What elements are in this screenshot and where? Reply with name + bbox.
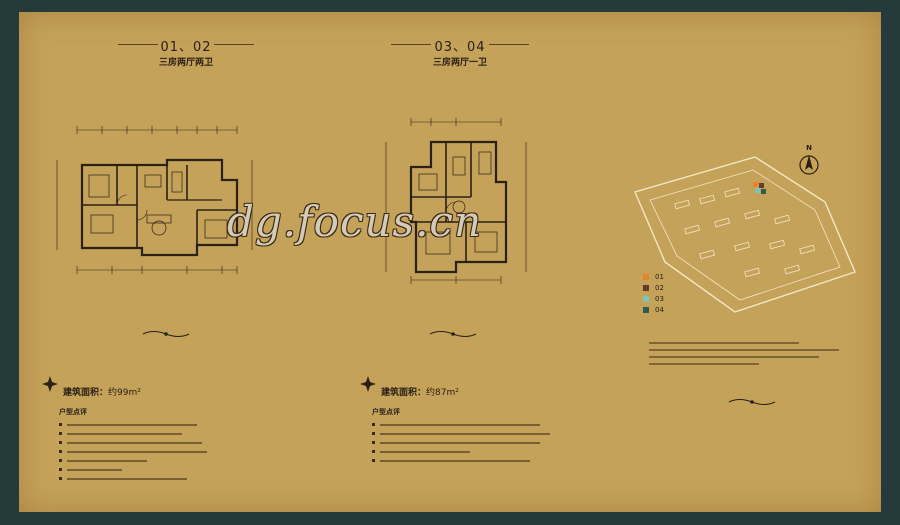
legend-swatch [643, 273, 649, 280]
title-rule-right-2 [489, 44, 529, 45]
disclaimer-block [649, 342, 849, 370]
right-floor-plan [385, 118, 527, 284]
ornament-divider [429, 331, 477, 337]
right-comments-list [372, 420, 550, 465]
left-unit-type: 三房两厅两卫 [158, 58, 213, 68]
left-comments-list [59, 420, 207, 483]
title-rule-left-2 [391, 44, 431, 45]
right-comments-title: 户型点评 [372, 408, 400, 416]
legend-label: 03 [655, 294, 664, 303]
left-area-value: 约99m² [108, 388, 141, 398]
ornament-divider [728, 399, 776, 405]
site-plan [634, 156, 856, 313]
right-area-label: 建筑面积： [381, 388, 427, 398]
list-item [372, 420, 550, 429]
list-item [59, 474, 207, 483]
list-item [59, 420, 207, 429]
list-item [372, 456, 550, 465]
legend-label: 04 [655, 305, 664, 314]
legend-swatch [643, 295, 649, 302]
left-unit-code: 01、02 [160, 40, 212, 55]
disclaimer-line [649, 363, 759, 365]
compass: N [797, 144, 821, 176]
right-unit-code: 03、04 [434, 40, 486, 55]
watermark-text: dg.focus.cn [227, 197, 483, 246]
site-legend: 01 02 03 04 [643, 272, 664, 316]
disclaimer-line [649, 356, 819, 358]
fleur-icon [42, 376, 58, 392]
right-unit-type: 三房两厅一卫 [432, 58, 487, 68]
list-item [372, 438, 550, 447]
brochure-sheet: 01、02 三房两厅两卫 03、04 三房两厅一卫 [19, 12, 881, 512]
list-item [59, 438, 207, 447]
disclaimer-line [649, 342, 799, 344]
left-comments-title: 户型点评 [59, 408, 87, 416]
list-item [59, 447, 207, 456]
compass-icon [799, 155, 819, 175]
legend-label: 02 [655, 283, 664, 292]
list-item [59, 429, 207, 438]
legend-item: 03 [643, 294, 664, 303]
list-item [59, 465, 207, 474]
legend-item: 04 [643, 305, 664, 314]
left-floor-plan [56, 126, 253, 274]
ornament-divider [142, 331, 190, 337]
legend-item: 01 [643, 272, 664, 281]
right-area-value: 约87m² [426, 388, 459, 398]
list-item [372, 429, 550, 438]
list-item [372, 447, 550, 456]
legend-label: 01 [655, 272, 664, 281]
compass-label: N [806, 144, 812, 152]
legend-swatch [643, 284, 649, 291]
left-area-label: 建筑面积： [63, 388, 109, 398]
title-rule-left [118, 44, 158, 45]
legend-swatch [643, 306, 649, 313]
disclaimer-line [649, 349, 839, 351]
title-rule-right [214, 44, 254, 45]
fleur-icon [360, 376, 376, 392]
legend-item: 02 [643, 283, 664, 292]
list-item [59, 456, 207, 465]
